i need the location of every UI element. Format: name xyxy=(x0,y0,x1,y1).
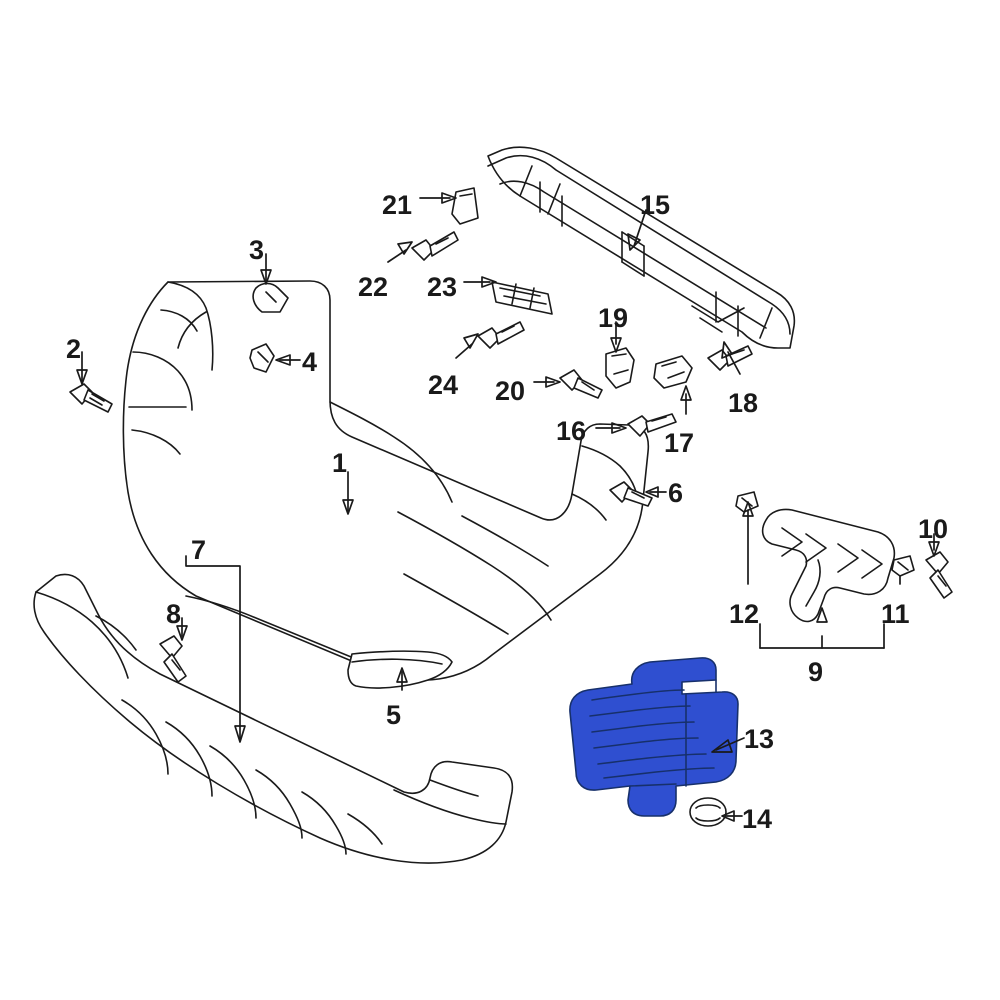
part-bolt-16 xyxy=(627,413,677,437)
part-bracket-17 xyxy=(653,355,693,389)
part-splash-shield-highlighted xyxy=(569,657,739,817)
callout-5: 5 xyxy=(386,700,402,730)
callout-12: 12 xyxy=(729,599,760,629)
part-bracket-19 xyxy=(605,347,635,389)
callout-8: 8 xyxy=(166,599,182,629)
callout-22: 22 xyxy=(358,272,389,302)
part-bolt-20 xyxy=(559,369,603,399)
part-plate-23 xyxy=(491,281,553,315)
part-lower-valance xyxy=(33,573,514,864)
part-bolt-8 xyxy=(159,635,187,683)
part-bolt-2 xyxy=(69,383,113,413)
callout-14: 14 xyxy=(742,804,773,834)
part-bolt-24 xyxy=(477,321,525,349)
part-right-bracket xyxy=(761,508,896,623)
callout-17: 17 xyxy=(664,428,695,458)
callout-20: 20 xyxy=(495,376,526,406)
callout-11: 11 xyxy=(881,599,910,629)
part-clip-11 xyxy=(891,555,915,577)
part-clip-3 xyxy=(252,282,289,313)
part-clip-4 xyxy=(249,343,275,373)
callout-9: 9 xyxy=(808,657,824,687)
part-nut-14 xyxy=(689,797,727,827)
callout-7: 7 xyxy=(191,535,207,565)
callout-19: 19 xyxy=(598,303,629,333)
part-bolt-10 xyxy=(925,551,953,599)
part-reinforcement-beam xyxy=(487,146,796,349)
part-clip-12 xyxy=(735,491,759,513)
callout-1: 1 xyxy=(332,448,348,478)
callout-2: 2 xyxy=(66,334,82,364)
part-clip-21 xyxy=(451,187,479,225)
part-molding-strip xyxy=(347,650,453,689)
part-bumper-cover xyxy=(122,280,650,682)
callout-4: 4 xyxy=(302,347,318,377)
part-bolt-6 xyxy=(609,481,653,507)
callout-24: 24 xyxy=(428,370,459,400)
callout-13: 13 xyxy=(744,724,775,754)
callout-18: 18 xyxy=(728,388,759,418)
callout-10: 10 xyxy=(918,514,949,544)
leader-lines xyxy=(76,192,940,822)
part-bolt-22 xyxy=(411,231,459,261)
callout-16: 16 xyxy=(556,416,587,446)
callout-23: 23 xyxy=(427,272,458,302)
callout-3: 3 xyxy=(249,235,265,265)
callout-6: 6 xyxy=(668,478,684,508)
callout-21: 21 xyxy=(382,190,413,220)
callout-15: 15 xyxy=(640,190,671,220)
